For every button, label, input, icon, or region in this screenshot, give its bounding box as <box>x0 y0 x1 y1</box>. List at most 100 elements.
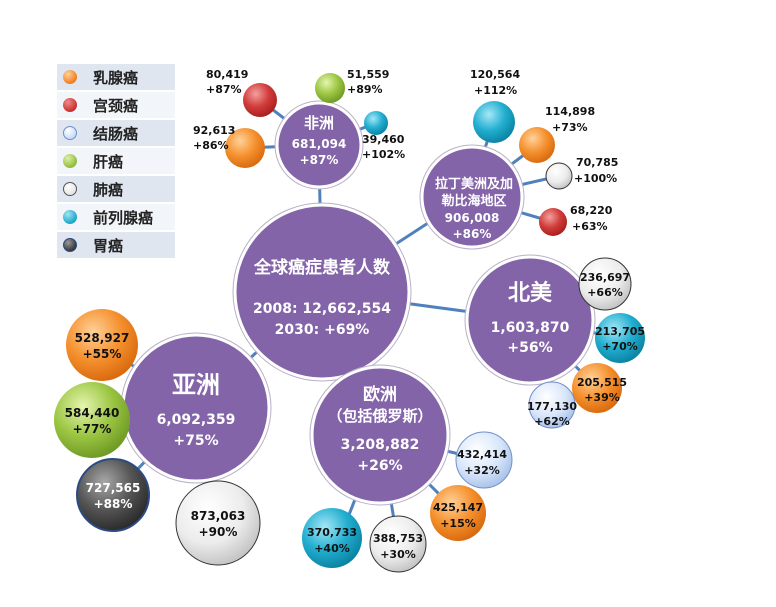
liver-cancer-swatch-icon <box>63 154 77 168</box>
eu-lung-count: 388,753 <box>373 532 423 545</box>
latam-prostate-count: 120,564 <box>470 68 520 81</box>
region-count: 3,208,882 <box>341 437 420 453</box>
asia-lung-growth: +90% <box>199 525 238 539</box>
africa-cervical-growth: +87% <box>206 83 242 96</box>
latam-prostate-growth: +112% <box>474 84 517 97</box>
region-growth: +87% <box>300 153 339 167</box>
region-growth: +86% <box>453 227 492 241</box>
eu-breast-bubble <box>430 485 486 541</box>
latam-cervical-bubble <box>539 208 567 236</box>
legend-label: 结肠癌 <box>93 125 139 143</box>
na-lung-growth: +66% <box>587 286 623 299</box>
region-count: 681,094 <box>292 137 347 151</box>
eu-colon-bubble <box>455 431 513 489</box>
na-prostate-bubble <box>595 313 645 363</box>
eu-prostate-growth: +40% <box>314 542 350 555</box>
asia-lung-bubble <box>175 480 261 566</box>
asia-breast-growth: +55% <box>83 347 122 361</box>
breast-cancer-swatch-icon <box>63 70 77 84</box>
africa-prostate-growth: +102% <box>362 148 405 161</box>
region-name: 亚洲 <box>172 371 220 399</box>
eu-breast-count: 425,147 <box>433 501 483 514</box>
region-name: 北美 <box>508 280 553 306</box>
legend: 乳腺癌 宫颈癌 结肠癌 肝癌 肺癌 前列腺癌 胃癌 <box>57 62 175 261</box>
legend-item-breast: 乳腺癌 <box>57 64 175 90</box>
na-prostate-count: 213,705 <box>595 325 645 338</box>
na-breast-growth: +39% <box>584 391 620 404</box>
africa-breast-growth: +86% <box>193 139 229 152</box>
na-colon-bubble <box>528 381 576 429</box>
region-name: 勒比海地区 <box>441 193 506 209</box>
africa-cervical-bubble <box>243 83 277 117</box>
region-count: 906,008 <box>445 211 500 225</box>
eu-prostate-count: 370,733 <box>307 526 357 539</box>
legend-item-colon: 结肠癌 <box>57 120 175 146</box>
colon-cancer-swatch-icon <box>63 126 77 140</box>
eu-breast-growth: +15% <box>440 517 476 530</box>
na-breast-count: 205,515 <box>577 376 627 389</box>
region-growth: +56% <box>507 340 552 356</box>
center-total-bubble: 全球癌症患者人数 2008: 12,662,554 2030: +69% <box>232 202 412 382</box>
latam-cervical-count: 68,220 <box>570 204 613 217</box>
na-colon-growth: +62% <box>534 415 570 428</box>
latam-breast-count: 114,898 <box>545 105 595 118</box>
region-europe: 欧洲 （包括俄罗斯） 3,208,882 +26% <box>309 364 451 506</box>
asia-breast-bubble <box>66 309 138 381</box>
eu-lung-bubble <box>369 515 427 573</box>
legend-item-lung: 肺癌 <box>57 176 175 202</box>
asia-breast-count: 528,927 <box>75 331 130 345</box>
africa-cervical-count: 80,419 <box>206 68 248 81</box>
prostate-cancer-swatch-icon <box>63 210 77 224</box>
center-2008-total: 2008: 12,662,554 <box>253 301 391 317</box>
region-name: 欧洲 <box>363 384 397 405</box>
latam-prostate-bubble <box>473 101 515 143</box>
africa-breast-count: 92,613 <box>193 124 235 137</box>
legend-label: 肝癌 <box>93 153 124 171</box>
africa-liver-bubble <box>315 73 345 103</box>
region-name: （包括俄罗斯） <box>327 407 432 425</box>
region-latin-america: 拉丁美洲及加 勒比海地区 906,008 +86% <box>419 144 525 250</box>
na-breast-bubble <box>572 363 622 413</box>
eu-prostate-bubble <box>302 508 362 568</box>
legend-item-liver: 肝癌 <box>57 148 175 174</box>
africa-breast-bubble <box>225 128 265 168</box>
legend-item-cervical: 宫颈癌 <box>57 92 175 118</box>
legend-item-stomach: 胃癌 <box>57 232 175 258</box>
asia-liver-count: 584,440 <box>65 406 120 420</box>
eu-colon-growth: +32% <box>464 464 500 477</box>
legend-label: 胃癌 <box>93 237 124 255</box>
asia-stomach-bubble <box>76 458 150 532</box>
legend-label: 宫颈癌 <box>93 97 139 115</box>
legend-item-prostate: 前列腺癌 <box>57 204 175 230</box>
region-africa: 非洲 681,094 +87% <box>274 100 364 190</box>
region-count: 1,603,870 <box>491 320 570 336</box>
region-growth: +26% <box>357 458 402 474</box>
region-name: 拉丁美洲及加 <box>435 176 513 192</box>
cervical-cancer-swatch-icon <box>63 98 77 112</box>
region-north-america: 北美 1,603,870 +56% <box>464 254 596 386</box>
na-colon-count: 177,130 <box>527 400 577 413</box>
region-asia: 亚洲 6,092,359 +75% <box>120 332 272 484</box>
latam-breast-bubble <box>519 127 555 163</box>
latam-lung-bubble <box>545 162 573 190</box>
legend-label: 乳腺癌 <box>93 69 139 87</box>
asia-liver-growth: +77% <box>73 422 112 436</box>
latam-lung-count: 70,785 <box>576 156 618 169</box>
asia-lung-count: 873,063 <box>191 509 246 523</box>
na-lung-bubble <box>578 257 632 311</box>
africa-prostate-count: 39,460 <box>362 133 405 146</box>
latam-cervical-growth: +63% <box>572 220 608 233</box>
na-lung-count: 236,697 <box>580 271 630 284</box>
eu-colon-count: 432,414 <box>457 448 507 461</box>
asia-stomach-growth: +88% <box>94 497 133 511</box>
region-name: 非洲 <box>304 114 334 132</box>
center-title: 全球癌症患者人数 <box>253 257 391 278</box>
asia-liver-bubble <box>54 382 130 458</box>
legend-label: 肺癌 <box>93 181 124 199</box>
lung-cancer-swatch-icon <box>63 182 77 196</box>
region-count: 6,092,359 <box>157 412 236 428</box>
latam-lung-growth: +100% <box>574 172 617 185</box>
stomach-cancer-swatch-icon <box>63 238 77 252</box>
africa-liver-growth: +89% <box>347 83 383 96</box>
